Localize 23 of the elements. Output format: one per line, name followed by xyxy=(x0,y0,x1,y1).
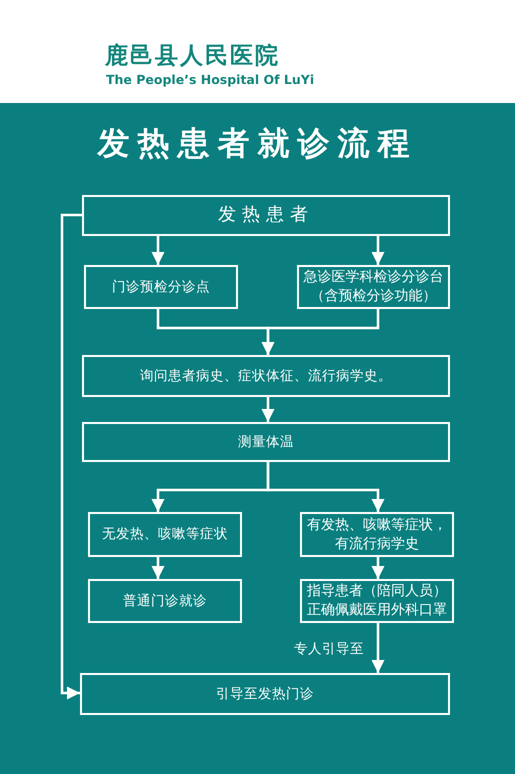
arrow xyxy=(60,214,82,700)
arrow xyxy=(372,236,384,265)
edge-label: 专人引导至 xyxy=(294,640,364,658)
process-box: 发热患者 xyxy=(82,195,450,236)
arrow xyxy=(152,236,164,265)
process-box: 指导患者（陪同人员）正确佩戴医用外科口罩 xyxy=(300,579,454,623)
process-box: 引导至发热门诊 xyxy=(80,673,450,715)
process-box: 门诊预检分诊点 xyxy=(84,265,238,309)
arrow xyxy=(262,309,380,355)
process-box: 测量体温 xyxy=(82,422,450,462)
arrow xyxy=(266,462,384,512)
title: 发热患者就诊流程 xyxy=(96,123,418,164)
arrow xyxy=(372,623,384,673)
arrow xyxy=(262,397,274,422)
hospital-name: 鹿邑县人民医院 xyxy=(105,42,280,71)
process-box: 询问患者病史、症状体征、流行病学史。 xyxy=(82,355,450,397)
process-box: 有发热、咳嗽等症状，有流行病学史 xyxy=(300,512,454,557)
arrow xyxy=(152,557,164,579)
process-box: 普通门诊就诊 xyxy=(88,579,242,623)
arrow xyxy=(372,557,384,579)
process-box: 无发热、咳嗽等症状 xyxy=(88,512,242,557)
hospital-name-english: The People’s Hospital Of LuYi xyxy=(106,72,314,87)
process-box: 急诊医学科检诊分诊台（含预检分诊功能） xyxy=(297,265,450,309)
